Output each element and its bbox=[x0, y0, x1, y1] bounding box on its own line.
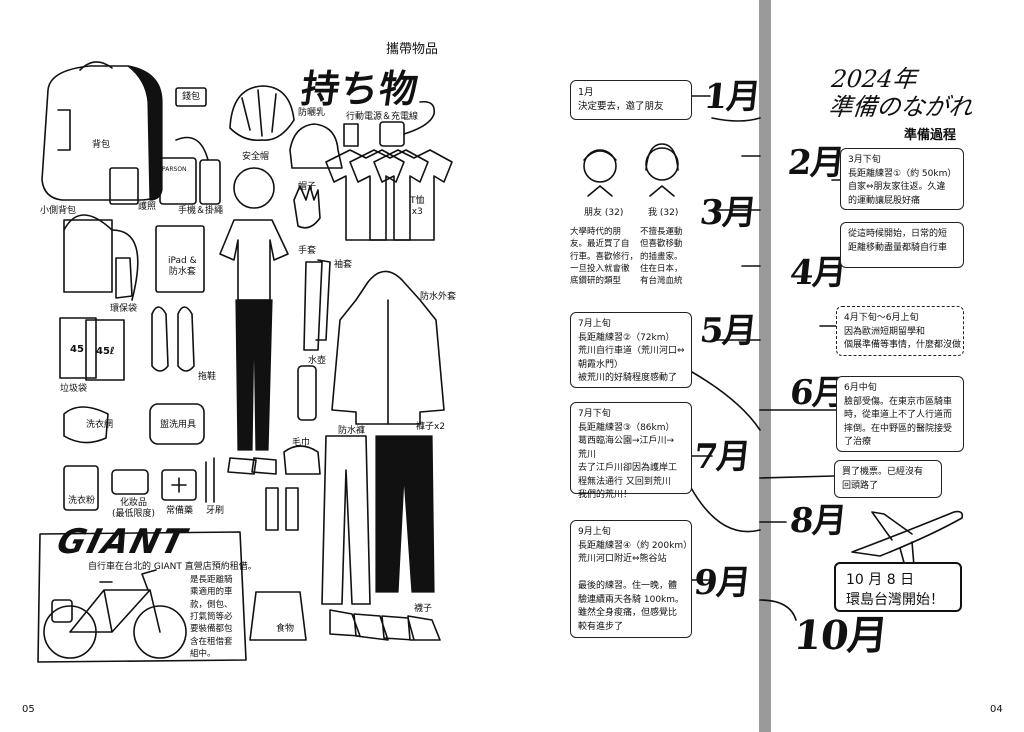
timeline-title: 2024年 準備のながれ bbox=[827, 65, 975, 121]
label-phone-brand: PARSON bbox=[162, 166, 187, 173]
note-oct8: 10 月 8 日 環島台灣開始！ bbox=[834, 562, 962, 612]
month-5: 5月 bbox=[697, 311, 758, 351]
giant-caption: 自行車在台北的 GIANT 直營店預約租借。 bbox=[88, 562, 257, 572]
food-icon bbox=[249, 487, 307, 641]
cooler-bag-icon bbox=[115, 257, 133, 299]
note-sep-early: 9月上旬 長距離練習④（約 200km） 荒川河口附近⇔熊谷站 最後的練習。住一… bbox=[570, 520, 692, 638]
ipad-icon bbox=[155, 225, 205, 293]
month-10: 10月 bbox=[791, 612, 890, 659]
note-ticket: 買了機票。已經沒有 回頭路了 bbox=[834, 460, 942, 498]
label-cosmetics: 化妝品 (最低限度) bbox=[112, 498, 156, 520]
helmet-icon bbox=[229, 85, 295, 142]
label-toothbrush: 牙刷 bbox=[206, 506, 225, 516]
sandal-icon bbox=[151, 306, 195, 372]
label-sunscreen: 防曬乳 bbox=[298, 108, 326, 118]
month-1: 1月 bbox=[701, 77, 762, 117]
note-mar-after: 從這時候開始，日常的短 距離移動盡量都騎自行車 bbox=[840, 222, 964, 268]
wallet-icon bbox=[175, 87, 207, 107]
me-avatar bbox=[645, 143, 679, 197]
giant-note: 是長距離騎 乘適用的車 款，側包、 打氣筒等必 要裝備都包 含在租借套 組中。 bbox=[190, 575, 233, 659]
label-food: 食物 bbox=[276, 624, 295, 634]
label-arm-sleeves: 袖套 bbox=[334, 260, 353, 270]
label-powerbank: 行動電源＆充電線 bbox=[346, 112, 419, 122]
sunscreen-icon bbox=[343, 123, 359, 147]
cap-icon bbox=[289, 123, 343, 169]
timeline-subtitle: 準備過程 bbox=[904, 128, 957, 143]
laundry-net-icon bbox=[63, 406, 109, 444]
sock-icon bbox=[329, 609, 441, 641]
friend-description: 大學時代的朋 友。最近買了自 行車。喜歡修行， 一旦投入就會徹 底鑽研的類型 bbox=[570, 227, 639, 287]
month-9: 9月 bbox=[691, 563, 752, 603]
toothbrush-icon bbox=[205, 457, 215, 503]
label-detergent: 洗衣粉 bbox=[68, 496, 96, 506]
giant-box-outline bbox=[37, 531, 247, 663]
bottle-icon bbox=[297, 365, 317, 421]
month-2: 2月 bbox=[785, 143, 846, 183]
label-helmet: 安全帽 bbox=[242, 152, 270, 162]
friend-label: 朋友 (32) bbox=[584, 208, 624, 218]
label-hat: 帽子 bbox=[298, 182, 317, 192]
note-jul-early: 7月上旬 長距離練習②（72km） 荒川自行車道（荒川河口⇔ 朝霞水門） 被荒川… bbox=[570, 312, 692, 388]
arm-sleeve-icon bbox=[303, 259, 331, 351]
month-7: 7月 bbox=[691, 437, 752, 477]
note-jun-mid: 6月中旬 臉部受傷。在東京市區騎車 時，從車道上不了人行道而 摔倒。在中野區的醫… bbox=[836, 376, 964, 452]
label-waterproof-jacket: 防水外套 bbox=[420, 292, 457, 302]
label-phone: 手機＆掛繩 bbox=[178, 206, 224, 216]
towel-icon bbox=[283, 445, 321, 475]
label-water-bottle: 水壺 bbox=[308, 356, 327, 366]
phone-icon bbox=[159, 136, 221, 205]
month-4: 4月 bbox=[787, 253, 848, 293]
trash-bag-icon bbox=[59, 317, 125, 381]
side-bag-icon bbox=[63, 214, 139, 301]
left-subtitle: 攜帶物品 bbox=[386, 42, 439, 57]
page-spine bbox=[759, 0, 771, 732]
label-towel: 毛巾 bbox=[292, 438, 311, 448]
friend-avatar bbox=[583, 149, 617, 197]
toiletries-icon bbox=[149, 403, 205, 445]
month-3: 3月 bbox=[697, 193, 758, 233]
me-description: 不擅長運動 但喜歡移動 的插畫家。 住在日本， 有台灣血統 bbox=[640, 227, 683, 287]
label-pants: 褲子x2 bbox=[416, 422, 446, 432]
label-backpack: 背包 bbox=[92, 140, 111, 150]
glove-icon bbox=[293, 185, 321, 229]
passport-icon bbox=[109, 167, 139, 205]
label-ipad: iPad & 防水套 bbox=[168, 256, 197, 278]
label-wallet: 錢包 bbox=[182, 92, 201, 102]
label-laundry-net: 洗衣網 bbox=[86, 420, 114, 430]
month-8: 8月 bbox=[787, 501, 848, 541]
note-mar-late: 3月下旬 長距離練習①（約 50km） 自家⇔朋友家往返。久違 的運動讓屁股好痛 bbox=[840, 148, 964, 210]
detergent-icon bbox=[63, 465, 99, 511]
jacket-icon bbox=[331, 270, 445, 425]
tshirt-icon bbox=[325, 149, 453, 241]
label-socks: 襪子 bbox=[414, 604, 433, 614]
label-passport: 護照 bbox=[138, 202, 157, 212]
label-medicine: 常備藥 bbox=[166, 506, 194, 516]
label-waterproof-pants: 防水褲 bbox=[338, 426, 366, 436]
cosmetics-icon bbox=[111, 469, 149, 495]
label-tshirt: T恤 x3 bbox=[410, 196, 425, 218]
label-gloves: 手套 bbox=[298, 246, 317, 256]
medicine-icon bbox=[161, 469, 197, 501]
me-label: 我 (32) bbox=[648, 208, 679, 218]
person-figure bbox=[219, 167, 289, 475]
pants-icon bbox=[321, 435, 435, 605]
right-page-number: 04 bbox=[990, 704, 1003, 715]
trash-bag-size-1: 45 bbox=[70, 344, 84, 355]
label-sandals: 拖鞋 bbox=[198, 372, 217, 382]
trash-bag-size-2: 45ℓ bbox=[96, 346, 115, 357]
label-trash-bag: 垃圾袋 bbox=[60, 384, 88, 394]
bicycle-icon bbox=[43, 569, 187, 659]
label-side-bag: 小側背包 bbox=[40, 206, 77, 216]
note-jan: 1月 決定要去，邀了朋友 bbox=[570, 80, 692, 120]
note-jul-late: 7月下旬 長距離練習③（86km） 葛西臨海公園→江戶川→ 荒川 去了江戶川卻因… bbox=[570, 402, 692, 500]
label-cooler-bag: 環保袋 bbox=[110, 304, 138, 314]
note-apr-jun: 4月下旬〜6月上旬 因為歐洲短期留學和 個展準備等事情，什麼都沒做 bbox=[836, 306, 964, 356]
left-page-number: 05 bbox=[22, 704, 35, 715]
powerbank-icon bbox=[379, 100, 436, 147]
label-toiletries: 盥洗用具 bbox=[160, 420, 197, 430]
